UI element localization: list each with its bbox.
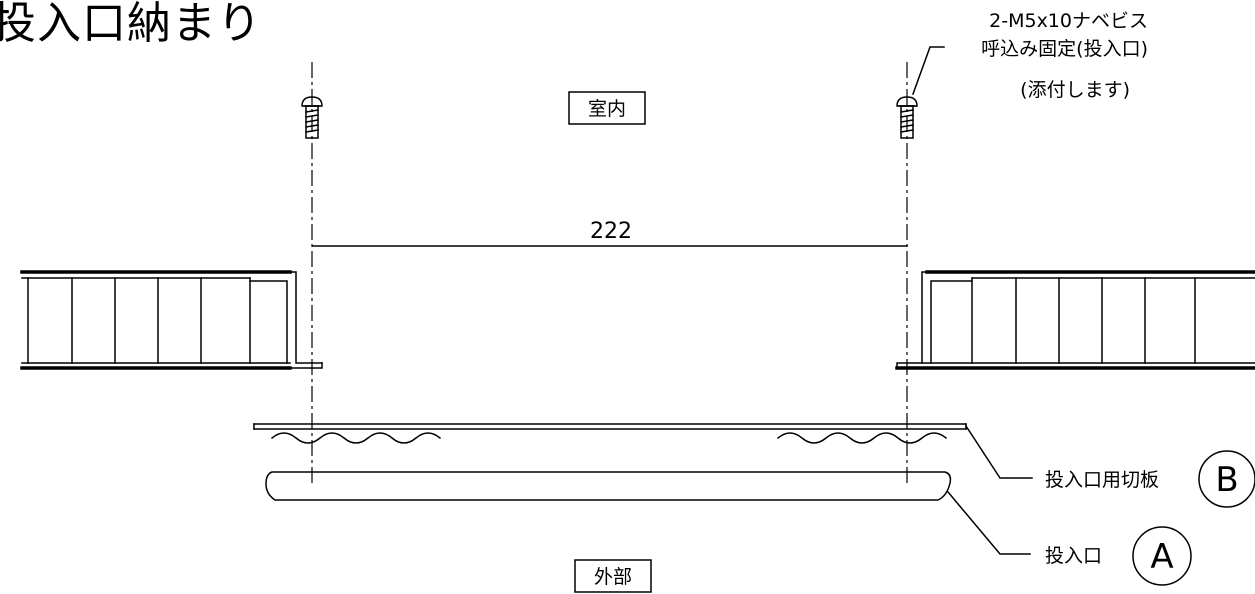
part-b-letter: B bbox=[1215, 460, 1238, 500]
cut-plate-b bbox=[253, 423, 967, 444]
left-panel-section bbox=[20, 270, 323, 370]
screw-note-line-3: (添付します) bbox=[1020, 79, 1130, 101]
screw-right-icon bbox=[896, 96, 918, 139]
part-a-name: 投入口 bbox=[1045, 545, 1102, 567]
screw-note-line-1: 2-M5x10ナベビス bbox=[989, 10, 1148, 32]
screw-leader-line bbox=[912, 46, 945, 95]
leader-a: 投入口 A bbox=[946, 490, 1192, 586]
part-b-circle bbox=[1198, 450, 1255, 508]
part-b-name: 投入口用切板 bbox=[1045, 469, 1159, 491]
screw-note-line-2: 呼込み固定(投入口) bbox=[981, 38, 1148, 60]
screw-note: 2-M5x10ナベビス 呼込み固定(投入口) (添付します) bbox=[912, 10, 1148, 101]
screw-left-icon bbox=[301, 96, 323, 139]
right-panel-section bbox=[895, 270, 1255, 370]
room-inside-label: 室内 bbox=[588, 98, 626, 120]
outside-label: 外部 bbox=[594, 566, 632, 588]
part-a-letter: A bbox=[1150, 537, 1173, 577]
dimension-222: 222 bbox=[312, 219, 908, 247]
drawing-title: 投入口納まり bbox=[0, 0, 262, 49]
part-a-circle bbox=[1132, 526, 1192, 586]
outside-box: 外部 bbox=[574, 559, 652, 593]
room-inside-box: 室内 bbox=[568, 91, 646, 125]
dimension-value: 222 bbox=[590, 219, 632, 244]
leader-b: 投入口用切板 B bbox=[964, 424, 1255, 508]
inlet-a bbox=[265, 471, 952, 501]
